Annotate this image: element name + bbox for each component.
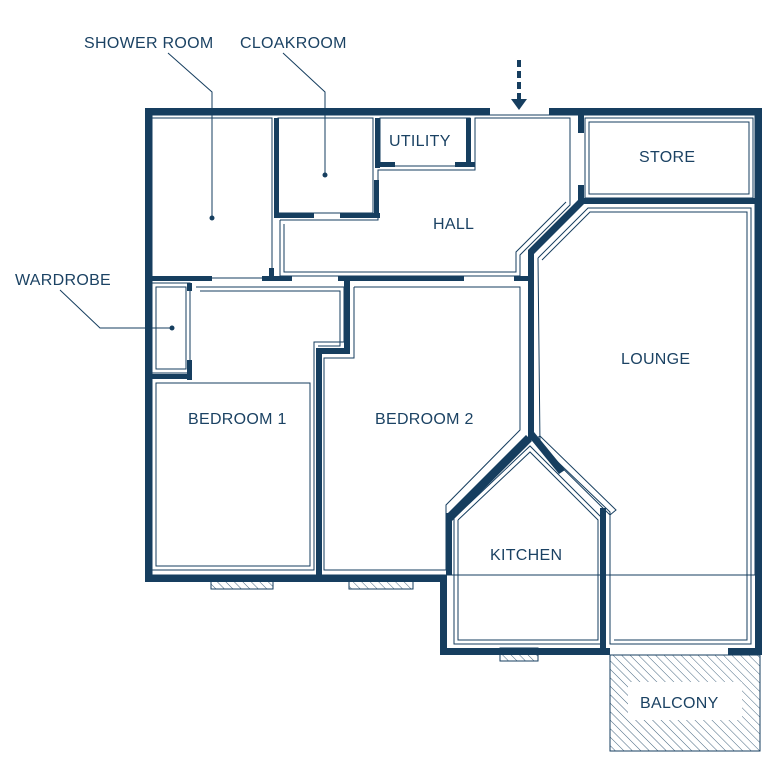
wall-left [145, 108, 152, 581]
bedroom2-outline [323, 286, 521, 571]
wall-bottom-left [145, 575, 445, 582]
lounge-outline [537, 207, 752, 645]
label-wardrobe: WARDROBE [15, 272, 111, 289]
wall-kitchen-left-step [440, 575, 447, 655]
window-kitchen [499, 647, 539, 662]
label-hall: HALL [433, 216, 474, 233]
wall-top-left [145, 108, 490, 115]
label-balcony: BALCONY [640, 695, 719, 712]
label-lounge: LOUNGE [621, 351, 690, 368]
label-bedroom1: BEDROOM 1 [188, 411, 287, 428]
leader-shower-room [167, 52, 213, 218]
label-utility: UTILITY [389, 133, 451, 150]
wall-right [755, 108, 762, 655]
dashed-down-arrow-icon [511, 60, 527, 110]
inner-walls [151, 114, 756, 648]
label-cloakroom: CLOAKROOM [240, 35, 347, 52]
windows [210, 574, 539, 662]
window-bedroom2 [348, 574, 414, 590]
room-labels: SHOWER ROOM CLOAKROOM UTILITY STORE HALL… [15, 35, 719, 712]
kitchen-outline [453, 445, 603, 645]
leader-wardrobe [59, 289, 172, 329]
balcony [609, 654, 761, 752]
leader-lines [59, 52, 328, 331]
label-kitchen: KITCHEN [490, 547, 562, 564]
wall-bottom-right [728, 648, 762, 655]
wall-top-right [549, 108, 762, 115]
window-bedroom1 [210, 574, 274, 590]
leader-cloakroom [282, 52, 326, 175]
label-bedroom2: BEDROOM 2 [375, 411, 474, 428]
bedroom1-outline [152, 286, 345, 571]
label-store: STORE [639, 149, 695, 166]
label-shower-room: SHOWER ROOM [84, 35, 214, 52]
